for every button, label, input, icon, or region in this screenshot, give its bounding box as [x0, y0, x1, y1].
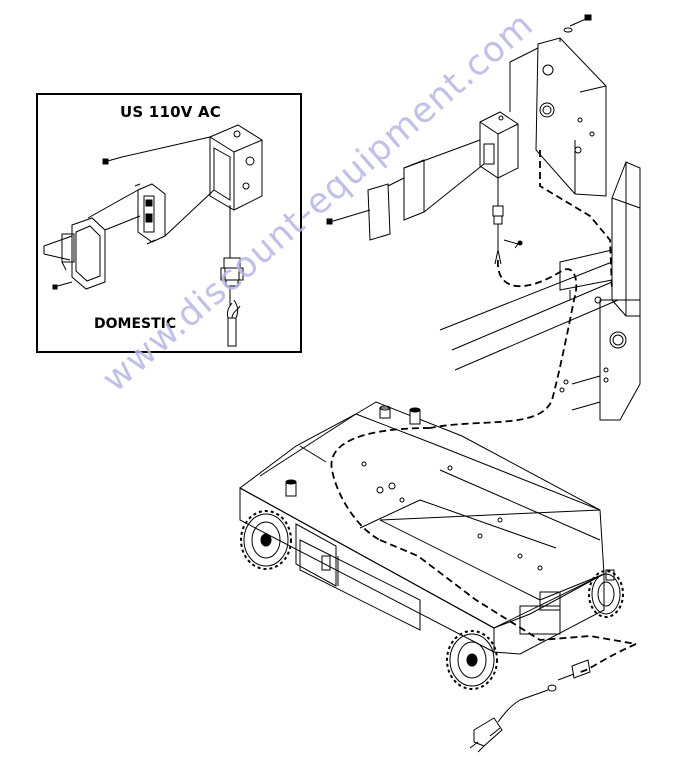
inset-title: US 110V AC — [120, 103, 221, 121]
inset-electrical-box — [210, 125, 262, 210]
inlet-fitting — [520, 660, 590, 700]
inset-screw-upper — [103, 157, 122, 164]
power-plug — [470, 700, 520, 752]
inset-weather-cover — [44, 218, 105, 289]
inset-outlet-assembly — [44, 125, 262, 346]
chassis-base — [240, 402, 614, 654]
chassis-posts — [286, 406, 614, 580]
inset-strain-relief — [221, 258, 243, 286]
inset-screw-lower — [53, 282, 72, 289]
inset-cord-end — [227, 286, 240, 346]
inset-label: DOMESTIC — [94, 316, 177, 332]
wheel-front-right — [589, 571, 623, 617]
wheel-front-left — [447, 631, 497, 689]
inset-frame — [36, 93, 302, 353]
inset-leader-lines — [88, 137, 230, 258]
wheel-rear-left — [241, 511, 291, 569]
cord-routing — [331, 150, 636, 672]
mast-bracket-assembly — [327, 15, 640, 420]
